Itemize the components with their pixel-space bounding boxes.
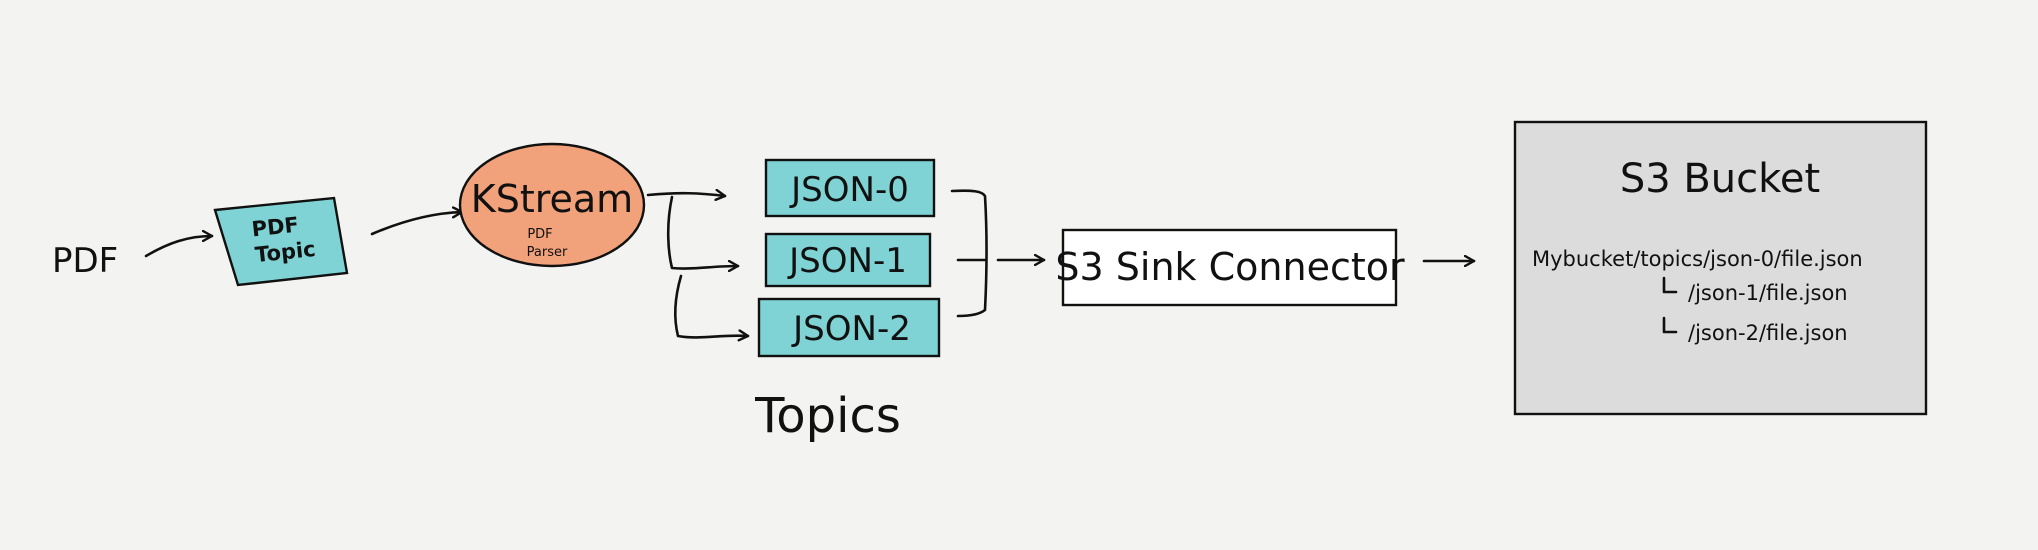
bucket-path-json0: Mybucket/topics/json-0/file.json [1532,247,1863,271]
bucket-path-json2-branch [1662,316,1678,334]
json0-topic-node: JSON-0 [764,158,936,218]
arrow-kstream-to-json2 [674,274,750,337]
s3-sink-connector-shape [1061,228,1398,307]
kstream-sublabel-parser: Parser [527,245,568,260]
json0-topic-label: JSON-0 [789,170,909,210]
kstream-node: KStream PDF Parser [458,142,646,268]
s3-bucket-shape [1513,120,1928,416]
bucket-path-json1: /json-1/file.json [1688,281,1848,305]
bucket-path-json1-branch [1662,276,1678,294]
kstream-sublabel-pdf: PDF [527,227,552,242]
arrow-pdf-to-topic [144,236,214,258]
kstream-label: KStream [471,177,633,221]
json1-topic-shape [764,232,932,288]
pdf-topic-node: PDF Topic [213,196,349,287]
bucket-path-json2: /json-2/file.json [1688,321,1848,345]
json2-topic-node: JSON-2 [757,297,941,358]
pdf-topic-shape [213,196,349,287]
json2-topic-shape [757,297,941,358]
s3-sink-connector-node: S3 Sink Connector [1055,228,1405,307]
arrow-topic-to-kstream [370,212,464,236]
json2-topic-label: JSON-2 [791,309,911,349]
json1-topic-node: JSON-1 [764,232,932,288]
pdf-source-label: PDF [52,241,118,281]
topics-caption: Topics [754,388,901,444]
kstream-shape [458,142,646,268]
json1-topic-label: JSON-1 [787,241,907,281]
s3-bucket-title: S3 Bucket [1620,156,1820,202]
topics-bracket [950,189,988,318]
s3-bucket-node: S3 Bucket Mybucket/topics/json-0/file.js… [1513,120,1928,416]
arrow-kstream-to-json1 [666,195,740,269]
s3-sink-connector-label: S3 Sink Connector [1055,245,1405,289]
arrow-kstream-to-json0 [646,193,727,196]
json0-topic-shape [764,158,936,218]
pdf-topic-label-line1: PDF [251,213,300,242]
